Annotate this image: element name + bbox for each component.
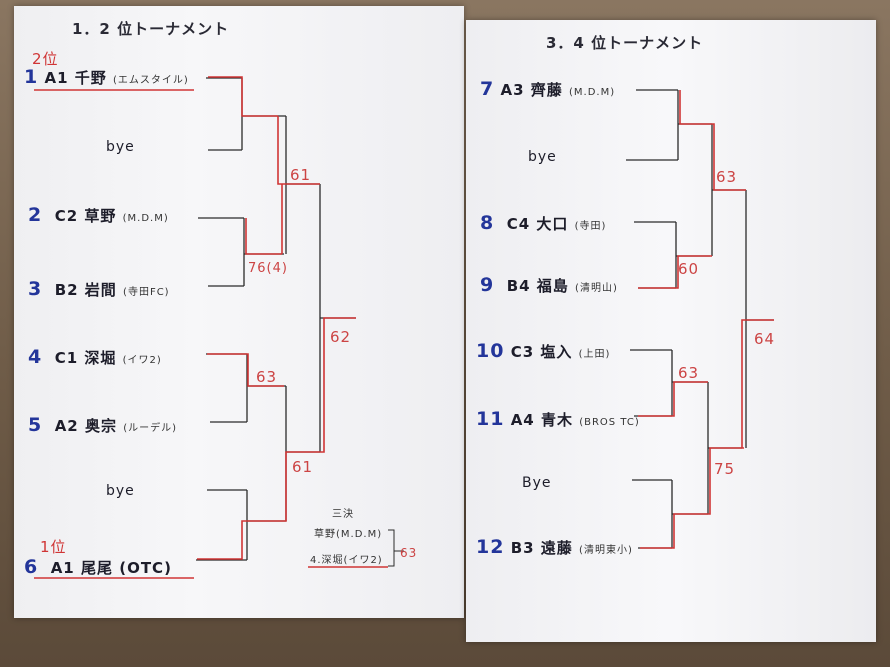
bracket-entry: 6 A1 尾尾 (OTC) bbox=[24, 556, 172, 578]
bracket-lines-left bbox=[34, 76, 404, 579]
bracket-entry: 7 A3 齊藤 (M.D.M) bbox=[480, 78, 616, 100]
bracket-entry: 12 B3 遠藤 (清明東小) bbox=[476, 536, 633, 558]
bracket-sheet-3-4: 3．4 位トーナメント 7 A3 齊藤 (M.D.M) bye 8 C4 大口 … bbox=[466, 20, 876, 642]
rank-label-2nd: 2位 bbox=[32, 50, 59, 68]
bracket-entry-bye: bye bbox=[528, 149, 557, 165]
bracket-entry-bye: bye bbox=[106, 483, 135, 499]
bracket-sheet-1-2: 1．2 位トーナメント 2位 1位 1 A1 千野 (エムスタイル) bye 2… bbox=[14, 6, 464, 618]
bracket-entry: 11 A4 青木 (BROS TC) bbox=[476, 408, 640, 430]
match-score: 63 bbox=[678, 364, 700, 382]
match-score: 63 bbox=[256, 368, 278, 386]
sheet-title: 3．4 位トーナメント bbox=[546, 34, 704, 52]
bracket-entry-bye: bye bbox=[106, 139, 135, 155]
match-score: 61 bbox=[290, 166, 312, 184]
note-line: 草野(M.D.M) bbox=[314, 529, 383, 540]
final-score: 62 bbox=[330, 328, 352, 346]
match-score: 76(4) bbox=[248, 261, 288, 276]
bracket-entry: 10 C3 塩入 (上田) bbox=[476, 340, 611, 362]
match-score: 75 bbox=[714, 460, 736, 478]
note-line: 4.深堀(イワ2) bbox=[310, 555, 383, 566]
bracket-entry: 8 C4 大口 (寺田) bbox=[480, 212, 607, 234]
bracket-entry: 2 C2 草野 (M.D.M) bbox=[28, 204, 169, 226]
match-score: 60 bbox=[678, 260, 700, 278]
note-score: 63 bbox=[400, 546, 418, 560]
bracket-entry: 3 B2 岩間 (寺田FC) bbox=[28, 278, 170, 300]
bracket-entry: 1 A1 千野 (エムスタイル) bbox=[24, 66, 189, 88]
final-score: 64 bbox=[754, 330, 776, 348]
bracket-entry: 5 A2 奥宗 (ルーデル) bbox=[28, 414, 178, 436]
match-score: 63 bbox=[716, 168, 738, 186]
sheet-title: 1．2 位トーナメント bbox=[72, 20, 230, 38]
bracket-entry-bye: Bye bbox=[522, 475, 552, 491]
note-heading: 三決 bbox=[332, 509, 354, 520]
match-score: 61 bbox=[292, 458, 314, 476]
rank-label-1st: 1位 bbox=[40, 538, 67, 556]
bracket-entry: 4 C1 深堀 (イワ2) bbox=[28, 346, 162, 368]
bracket-lines-right bbox=[626, 89, 774, 549]
bracket-entry: 9 B4 福島 (清明山) bbox=[480, 274, 618, 296]
